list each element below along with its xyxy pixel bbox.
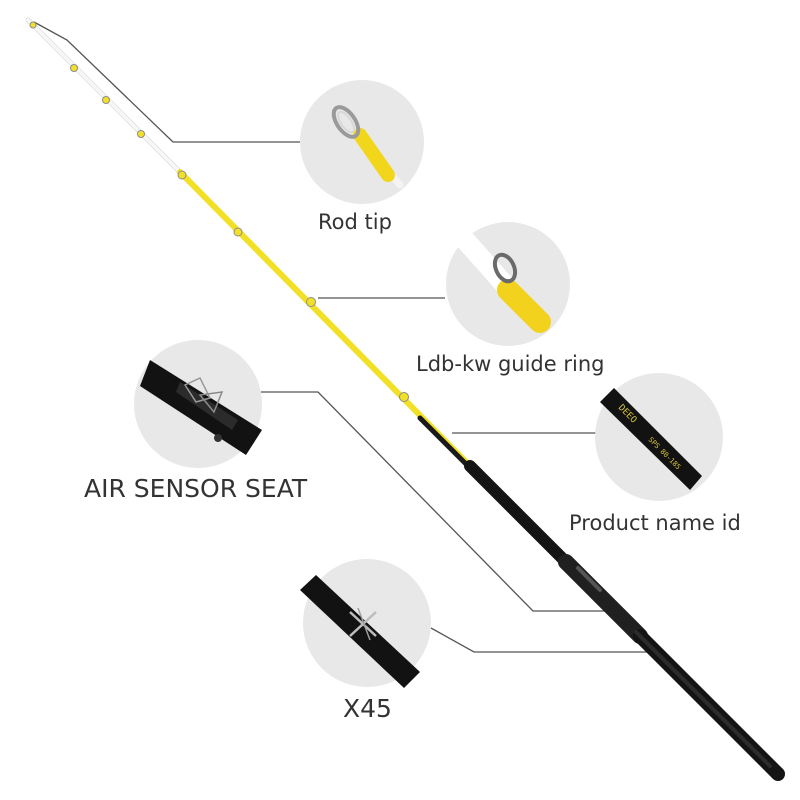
- guide-ring-label: Ldb-kw guide ring: [416, 352, 605, 376]
- leader-lines: [33, 21, 650, 653]
- leader-line-rod-tip: [33, 21, 300, 143]
- rod-tip-detail-image: [300, 80, 424, 204]
- rod-guides: [29, 21, 409, 402]
- product-name-detail-image: DEEO SPS 80-185: [595, 373, 723, 501]
- x45-label: X45: [343, 694, 392, 723]
- rod-reel-seat: [558, 554, 648, 644]
- guide-ring-detail-image: [446, 222, 570, 346]
- x45-detail-image: [300, 559, 431, 688]
- product-name-id-label: Product name id: [569, 511, 741, 535]
- rod-tip-label: Rod tip: [318, 210, 392, 234]
- air-sensor-seat-detail-image: [134, 340, 262, 468]
- leader-line-air-sensor: [261, 391, 617, 612]
- rod-fore-grip: [464, 460, 576, 572]
- rod: [25, 17, 785, 781]
- air-sensor-seat-label: AIR SENSOR SEAT: [84, 474, 308, 503]
- leader-line-x45: [430, 627, 650, 653]
